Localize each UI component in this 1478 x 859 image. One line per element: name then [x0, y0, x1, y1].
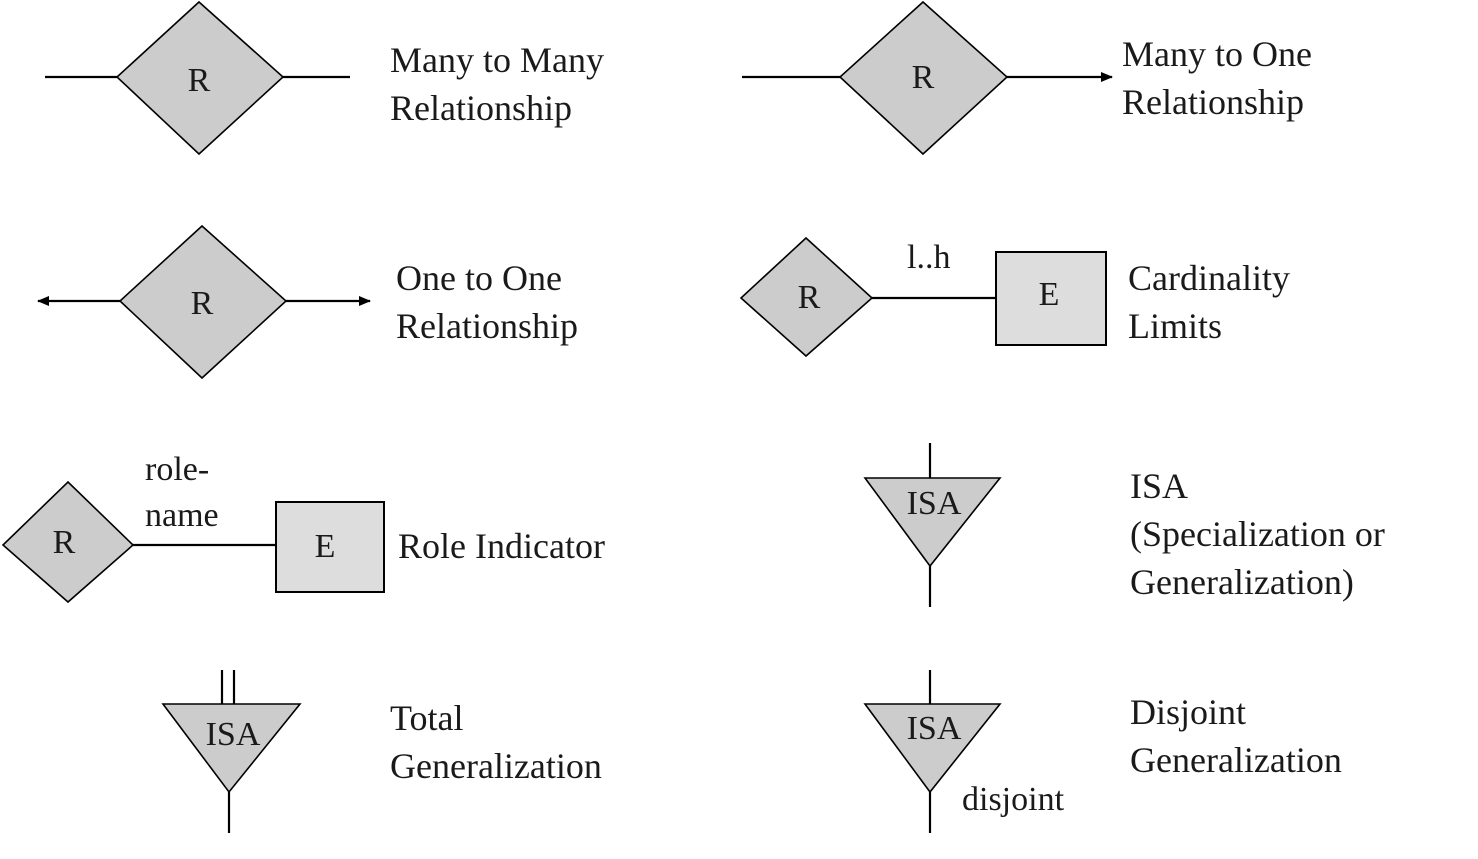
isa-triangle-label: ISA — [907, 485, 962, 522]
role-name-label-line-1: role- — [145, 451, 209, 488]
cardinality-label-line-2: Limits — [1128, 306, 1222, 346]
cardinality-symbol: R E l..h — [739, 236, 1107, 358]
entity-box — [275, 501, 385, 593]
relationship-diamond — [739, 236, 874, 358]
isa-triangle — [863, 477, 1002, 568]
diamond-label: R — [798, 279, 821, 316]
isa-label-line-2: (Specialization or — [1130, 514, 1385, 554]
one-to-one-label-line-1: One to One — [396, 258, 562, 298]
cardinality-label-line-1: Cardinality — [1128, 258, 1290, 298]
role-name-label-line-2: name — [145, 497, 219, 534]
many-to-one-label-line-2: Relationship — [1122, 82, 1304, 122]
disjoint-generalization-symbol: ISA disjoint — [863, 670, 1065, 833]
total-generalization-symbol: ISA — [161, 670, 302, 833]
entity-label: E — [1039, 276, 1060, 313]
many-to-one-label-line-1: Many to One — [1122, 34, 1312, 74]
one-to-one-label-line-2: Relationship — [396, 306, 578, 346]
many-to-many-label-line-2: Relationship — [390, 88, 572, 128]
isa-triangle-label: ISA — [907, 710, 962, 747]
cardinality-range-label: l..h — [907, 239, 950, 276]
one-to-one-symbol: R — [37, 224, 371, 380]
many-to-one-symbol: R — [742, 0, 1113, 156]
role-indicator-label-line-1: Role Indicator — [398, 526, 605, 566]
diamond-label: R — [191, 285, 214, 322]
many-to-many-label-line-1: Many to Many — [390, 40, 604, 80]
relationship-diamond — [1, 480, 135, 604]
isa-symbol: ISA — [863, 443, 1002, 607]
disjoint-generalization-label-line-1: Disjoint — [1130, 692, 1246, 732]
entity-label: E — [315, 528, 336, 565]
role-indicator-symbol: R E role- name — [1, 451, 385, 604]
relationship-diamond — [115, 0, 285, 156]
many-to-many-symbol: R — [45, 0, 350, 156]
total-generalization-label-line-2: Generalization — [390, 746, 602, 786]
diamond-label: R — [188, 62, 211, 99]
disjoint-edge-label: disjoint — [962, 781, 1065, 818]
relationship-diamond — [838, 0, 1009, 156]
isa-triangle — [863, 703, 1002, 794]
isa-label-line-3: Generalization) — [1130, 562, 1354, 602]
isa-triangle-label: ISA — [206, 716, 261, 753]
total-generalization-label-line-1: Total — [390, 698, 463, 738]
relationship-diamond — [118, 224, 288, 380]
diamond-label: R — [53, 524, 76, 561]
entity-box — [995, 251, 1107, 346]
disjoint-generalization-label-line-2: Generalization — [1130, 740, 1342, 780]
isa-label-line-1: ISA — [1130, 466, 1188, 506]
diamond-label: R — [912, 59, 935, 96]
isa-triangle — [161, 703, 302, 794]
